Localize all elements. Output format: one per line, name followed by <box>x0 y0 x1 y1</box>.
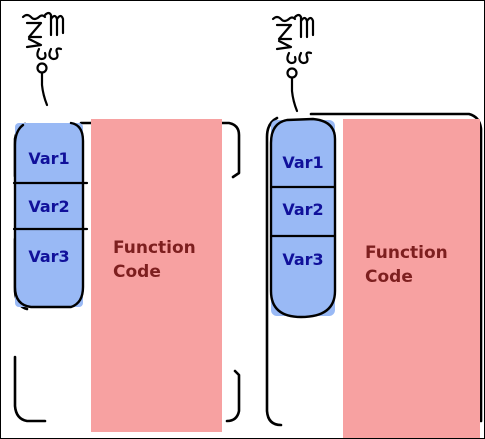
variable-stack-fill <box>15 123 83 307</box>
variable-stack <box>12 121 89 309</box>
variable-label-var1: Var1 <box>282 153 324 172</box>
function-code-label-line1: Function <box>113 238 196 258</box>
variable-label-var3: Var3 <box>28 247 70 266</box>
function-diagram-left-drawing <box>12 11 241 432</box>
variable-label-var2: Var2 <box>282 200 324 219</box>
function-code-block <box>343 119 480 438</box>
function-diagram-right: Var1 Var2 Var3 Function Code <box>241 1 484 438</box>
function-code-label-line2: Code <box>365 267 413 287</box>
variable-stack <box>269 117 337 319</box>
handwritten-symbol-icon <box>271 13 315 113</box>
variable-label-var3: Var3 <box>282 250 324 269</box>
function-diagram-right-drawing <box>265 13 483 438</box>
function-code-label-line1: Function <box>365 243 448 263</box>
variable-stack-outline <box>13 121 85 309</box>
function-code-label: Function Code <box>113 236 196 284</box>
variable-stack-outline <box>269 117 337 319</box>
function-diagram-left: Var1 Var2 Var3 Function Code <box>1 1 241 438</box>
handwritten-symbol-icon <box>21 11 65 107</box>
function-code-label-line2: Code <box>113 262 161 282</box>
variable-label-var1: Var1 <box>28 149 70 168</box>
function-code-block <box>91 119 222 432</box>
variable-stack-fill <box>271 120 335 316</box>
function-code-label: Function Code <box>365 241 448 289</box>
variable-label-var2: Var2 <box>28 197 70 216</box>
